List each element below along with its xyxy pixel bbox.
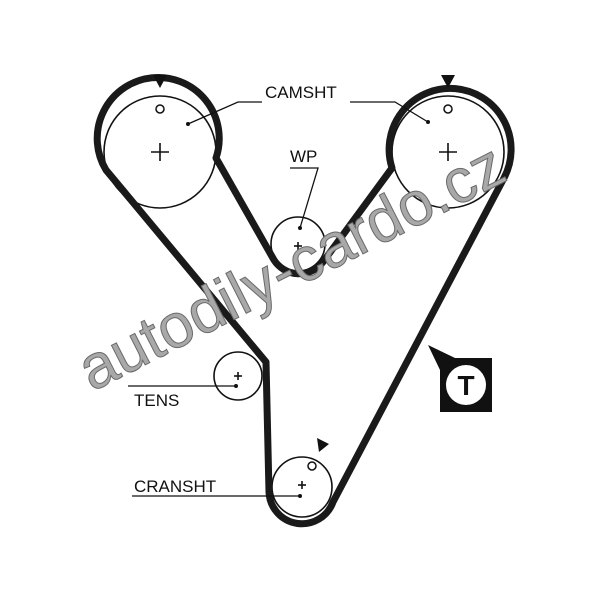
crank-timing-mark — [307, 461, 317, 471]
right-cam-timing-mark — [443, 104, 453, 114]
camshaft-leader-right — [350, 101, 429, 123]
tensioner-pulley — [213, 351, 263, 401]
svg-text:T: T — [457, 370, 474, 401]
left-cam-arrow-icon — [153, 75, 167, 88]
left-cam-center-cross — [151, 143, 169, 161]
tens-center-cross — [234, 372, 242, 380]
right-cam-center-cross — [439, 143, 457, 161]
timing-belt — [93, 73, 515, 528]
tensioner-symbol-icon: T — [428, 345, 492, 412]
wp-leader — [290, 167, 319, 229]
crank-arrow-icon — [317, 438, 329, 452]
tensioner-label: TENS — [134, 391, 179, 410]
right-cam-arrow-icon — [441, 75, 455, 88]
crankshaft-label: CRANSHT — [134, 477, 216, 496]
crank-center-cross — [298, 481, 306, 489]
wp-center-cross — [294, 242, 302, 250]
camshaft-label: CAMSHT — [265, 83, 337, 102]
water-pump-label: WP — [290, 147, 317, 166]
left-cam-timing-mark — [155, 104, 165, 114]
camshaft-leader-left — [187, 101, 262, 125]
